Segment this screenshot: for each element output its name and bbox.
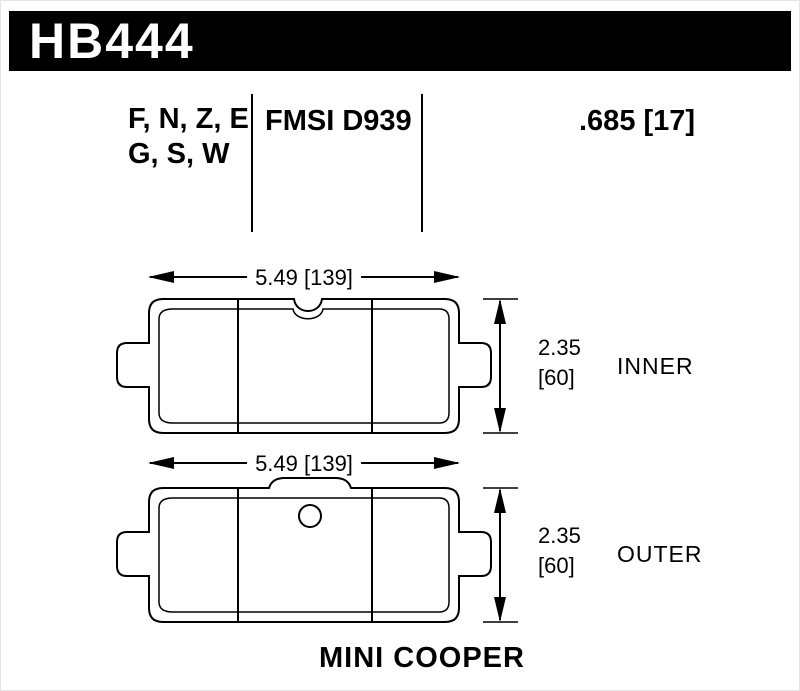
outer-width-dimension-label: 5.49 [139] <box>247 451 361 477</box>
outer-thickness-inches: 2.35 <box>538 523 581 548</box>
spec-divider-left <box>251 94 253 232</box>
compound-codes: F, N, Z, E G, S, W <box>128 102 249 172</box>
inner-thickness-dimension-arrow <box>483 298 518 434</box>
outer-pad-sensor-hole <box>298 504 322 528</box>
compound-codes-line2: G, S, W <box>128 138 230 170</box>
spec-divider-right <box>421 94 423 232</box>
outer-pad-outline <box>116 477 492 623</box>
outer-pad-friction-contour <box>158 497 450 613</box>
outer-thickness-dimension-label: 2.35 [60] <box>538 521 581 581</box>
vehicle-name: MINI COOPER <box>319 642 525 674</box>
inner-thickness-mm: [60] <box>538 365 575 390</box>
part-number-label: HB444 <box>29 13 195 69</box>
inner-pad-outline <box>116 298 492 434</box>
inner-pad-friction-contour <box>158 308 450 424</box>
outer-thickness-mm: [60] <box>538 553 575 578</box>
outer-pad-label: OUTER <box>617 541 703 567</box>
fmsi-number: FMSI D939 <box>265 105 412 137</box>
inner-width-dimension-label: 5.49 [139] <box>247 265 361 291</box>
outer-thickness-dimension-arrow <box>483 487 518 623</box>
compound-codes-line1: F, N, Z, E <box>128 103 249 135</box>
inner-thickness-dimension-label: 2.35 [60] <box>538 333 581 393</box>
inner-thickness-inches: 2.35 <box>538 335 581 360</box>
nominal-thickness: .685 [17] <box>579 105 696 137</box>
header-bar: HB444 <box>9 11 791 71</box>
inner-pad-label: INNER <box>617 353 694 379</box>
